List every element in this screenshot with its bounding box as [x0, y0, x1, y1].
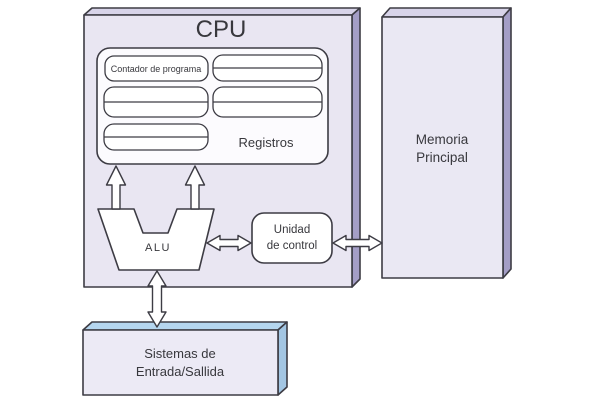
alu-shape	[97, 208, 215, 271]
alu-label: ALU	[145, 242, 171, 254]
memory-right-bevel	[502, 7, 512, 279]
program-counter-label: Contador de programa	[111, 64, 202, 74]
io-right-bevel	[277, 321, 288, 396]
io-top-bevel	[82, 321, 288, 331]
memory-label-line2: Principal	[416, 150, 468, 165]
cpu-label: CPU	[196, 16, 247, 43]
main-memory: Memoria Principal	[381, 7, 512, 279]
arrow-alu-to-registers-left	[105, 165, 127, 210]
alu: ALU	[97, 208, 215, 271]
cpu-top-bevel	[83, 7, 361, 16]
memory-top-bevel	[381, 7, 512, 18]
io-systems: Sistemas de Entrada/Sallida	[82, 321, 288, 396]
memory-face	[381, 16, 504, 279]
program-counter-box	[104, 55, 209, 82]
control-unit: Unidad de control	[251, 212, 333, 264]
control-unit-label-line2: de control	[267, 240, 318, 252]
registers-label: Registros	[239, 135, 294, 150]
arrow-alu-to-registers-right	[184, 165, 206, 210]
io-label-line2: Entrada/Sallida	[136, 364, 225, 379]
registers-panel: Contador de programa Registros	[96, 47, 329, 165]
memory-label-line1: Memoria	[416, 132, 469, 147]
io-face	[82, 329, 279, 396]
arrow-control-memory-bidirectional	[332, 234, 383, 252]
control-unit-label-line1: Unidad	[274, 224, 310, 236]
io-label-line1: Sistemas de	[144, 346, 216, 361]
arrow-alu-control-bidirectional	[206, 234, 252, 252]
control-unit-box	[251, 212, 333, 264]
arrow-alu-io-bidirectional	[147, 270, 167, 328]
